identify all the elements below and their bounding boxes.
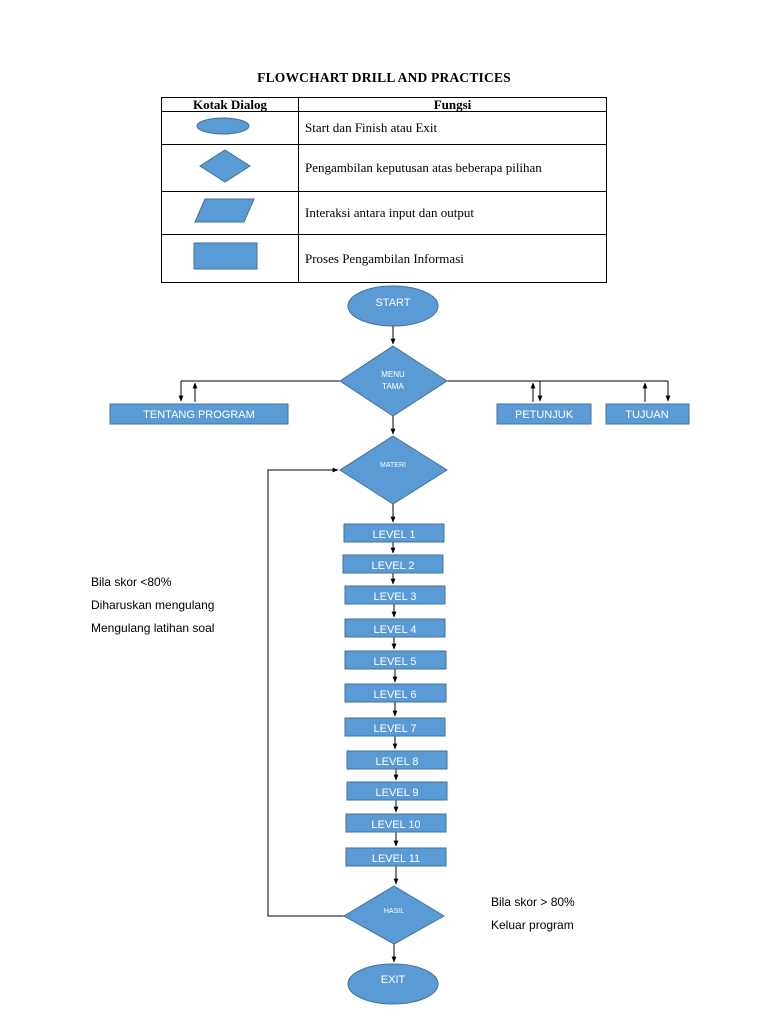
level-label: LEVEL 5 xyxy=(373,656,416,668)
level-label: LEVEL 7 xyxy=(373,723,416,735)
legend-row: Start dan Finish atau Exit xyxy=(161,111,607,145)
note-right-line2: Keluar program xyxy=(491,918,574,932)
materi-label: MATERI xyxy=(380,462,406,469)
start-label: START xyxy=(375,297,410,309)
level-box xyxy=(345,813,447,833)
level-label: LEVEL 2 xyxy=(371,560,414,572)
petunjuk-box xyxy=(496,403,592,425)
note-left-line2: Diharuskan mengulang xyxy=(91,598,215,612)
parallelogram-symbol xyxy=(194,198,255,223)
level-box xyxy=(344,618,446,638)
petunjuk-label: PETUNJUK xyxy=(515,409,574,421)
level-box xyxy=(346,781,448,801)
level-label: LEVEL 3 xyxy=(373,591,416,603)
level-label: LEVEL 8 xyxy=(375,756,418,768)
legend-table: Kotak Dialog Fungsi Start dan Finish ata… xyxy=(161,97,607,283)
level-box xyxy=(344,683,447,703)
level-box xyxy=(344,650,447,670)
connectors xyxy=(178,326,671,963)
rectangle-symbol xyxy=(193,242,258,270)
legend-header-row: Kotak Dialog Fungsi xyxy=(161,97,607,112)
page-title: FLOWCHART DRILL AND PRACTICES xyxy=(257,70,511,85)
note-left-line1: Bila skor <80% xyxy=(91,575,172,589)
level-boxes: LEVEL 1 LEVEL 2 LEVEL 3 LEVEL 4 LEVEL 5 … xyxy=(342,523,448,867)
ellipse-symbol xyxy=(196,117,250,135)
level-label: LEVEL 6 xyxy=(373,689,416,701)
level-box xyxy=(345,847,447,867)
loop-back-arrow xyxy=(267,467,344,917)
legend-text: Pengambilan keputusan atas beberapa pili… xyxy=(298,144,607,192)
tujuan-box xyxy=(605,403,690,425)
level-box xyxy=(344,717,446,737)
legend-symbol-cell xyxy=(161,144,299,192)
legend-symbol-cell xyxy=(161,191,299,235)
legend-row: Proses Pengambilan Informasi xyxy=(161,234,607,283)
hasil-label: HASIL xyxy=(384,908,404,915)
note-right-line1: Bila skor > 80% xyxy=(491,895,575,909)
legend-row: Interaksi antara input dan output xyxy=(161,191,607,235)
exit-terminal xyxy=(347,963,439,1005)
level-box xyxy=(342,554,444,574)
note-left-line3: Mengulang latihan soal xyxy=(91,621,215,635)
start-terminal xyxy=(347,285,439,327)
materi-decision xyxy=(339,435,448,505)
menu-label-line2: TAMA xyxy=(382,382,404,391)
legend-text: Interaksi antara input dan output xyxy=(298,191,607,235)
level-box xyxy=(343,523,445,543)
level-label: LEVEL 1 xyxy=(372,529,415,541)
exit-label: EXIT xyxy=(381,974,406,986)
tentang-program-box xyxy=(109,403,289,425)
legend-symbol-cell xyxy=(161,234,299,283)
level-label: LEVEL 9 xyxy=(375,787,418,799)
level-label: LEVEL 4 xyxy=(373,624,416,636)
legend-text: Proses Pengambilan Informasi xyxy=(298,234,607,283)
level-label: LEVEL 10 xyxy=(371,819,420,831)
menu-decision xyxy=(339,345,448,417)
legend-text: Start dan Finish atau Exit xyxy=(298,111,607,145)
diamond-symbol xyxy=(199,149,251,183)
legend-symbol-cell xyxy=(161,111,299,145)
tujuan-label: TUJUAN xyxy=(625,409,668,421)
level-box xyxy=(344,585,446,605)
level-label: LEVEL 11 xyxy=(372,853,420,865)
legend-row: Pengambilan keputusan atas beberapa pili… xyxy=(161,144,607,192)
hasil-decision xyxy=(343,885,445,945)
tentang-program-label: TENTANG PROGRAM xyxy=(143,409,255,421)
level-box xyxy=(346,750,448,770)
menu-label-line1: MENU xyxy=(381,370,405,379)
